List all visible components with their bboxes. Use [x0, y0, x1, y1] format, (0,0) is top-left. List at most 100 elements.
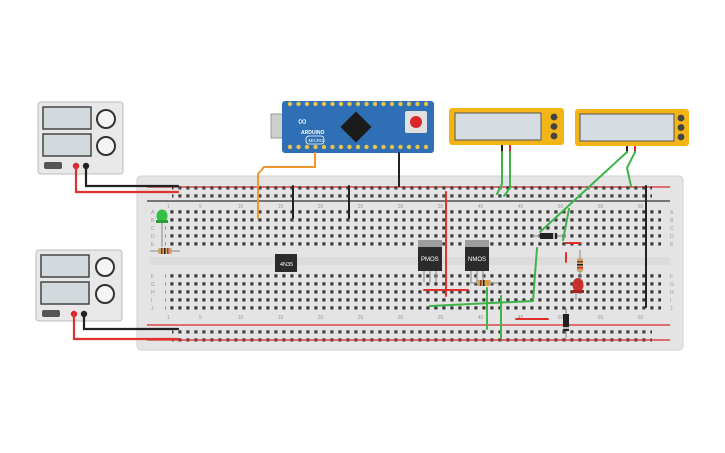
arduino-header-pin[interactable] [296, 101, 301, 107]
row-letter-top: A [151, 210, 155, 216]
multimeter-right[interactable] [575, 109, 689, 153]
pmos-label: PMOS [421, 257, 439, 263]
arduino-header-pin[interactable] [313, 144, 318, 150]
row-letter-top: B [151, 218, 155, 224]
row-letter-bottom: G [151, 282, 155, 288]
wire-green-diode[interactable] [429, 247, 538, 307]
column-number-bottom: 55 [598, 315, 604, 321]
green-led[interactable] [156, 209, 168, 248]
column-number-bottom: 40 [478, 315, 484, 321]
arduino-header-pin[interactable] [321, 101, 327, 107]
arduino-header-pin[interactable] [389, 101, 395, 107]
arduino-header-pin[interactable] [364, 101, 369, 107]
wire-psu-top-red[interactable] [74, 164, 180, 194]
current-knob-icon[interactable] [96, 136, 116, 156]
arduino-header-pin[interactable] [347, 144, 352, 150]
arduino-header-pin[interactable] [321, 144, 327, 150]
row-letter-bottom: J [151, 306, 154, 312]
arduino-header-pin[interactable] [398, 144, 403, 150]
power-switch-icon[interactable] [42, 310, 60, 317]
optocoupler-4n35[interactable]: 4N35 [275, 254, 297, 272]
arduino-header-pin[interactable] [304, 101, 310, 107]
diode-vertical-body [563, 314, 569, 331]
arduino-header-pin[interactable] [372, 101, 378, 107]
resistor-middle[interactable] [470, 280, 498, 286]
resistor-vertical[interactable] [577, 250, 583, 282]
column-number-bottom: 25 [358, 315, 364, 321]
wire-green-meter-left-a[interactable] [496, 151, 503, 195]
nmos-label: NMOS [468, 257, 486, 263]
reset-button[interactable] [410, 116, 422, 128]
column-number-top: 25 [358, 204, 364, 210]
arduino-header-pin[interactable] [355, 144, 361, 150]
nmos-transistor[interactable]: NMOS [465, 240, 489, 282]
arduino-header-pin[interactable] [347, 101, 352, 107]
column-number-bottom: 10 [238, 315, 244, 321]
column-number-bottom: 60 [638, 315, 644, 321]
column-number-top: 50 [558, 204, 564, 210]
arduino-header-pin[interactable] [381, 101, 386, 107]
resistor-band [577, 264, 583, 266]
wire-green-meter-right-b[interactable] [625, 151, 636, 187]
diode[interactable] [532, 233, 565, 239]
column-number-bottom: 15 [278, 315, 284, 321]
arduino-header-pin[interactable] [389, 144, 395, 150]
row-letter-top: E [670, 242, 674, 248]
pmos-transistor[interactable]: PMOS [418, 240, 442, 282]
arduino-header-pin[interactable] [313, 101, 318, 107]
row-letter-top: B [670, 218, 674, 224]
column-number-top: 55 [598, 204, 604, 210]
arduino-header-pin[interactable] [423, 101, 429, 107]
wire-psu-bottom-red[interactable] [72, 312, 180, 341]
arduino-header-pin[interactable] [355, 101, 361, 107]
probe-jack-icon [677, 114, 685, 122]
arduino-header-pin[interactable] [406, 144, 412, 150]
nmos-tab [465, 240, 489, 247]
arduino-header-pin[interactable] [415, 144, 420, 150]
arduino-header-pin[interactable] [338, 144, 344, 150]
row-letter-top: A [670, 210, 674, 216]
red-led[interactable] [572, 278, 584, 300]
diode-band [553, 233, 555, 239]
column-number-top: 30 [398, 204, 404, 210]
column-number-top: 20 [318, 204, 324, 210]
arduino-header-pin[interactable] [304, 144, 310, 150]
arduino-header-pin[interactable] [364, 144, 369, 150]
column-number-top: 1 [167, 204, 170, 210]
arduino-header-pin[interactable] [372, 144, 378, 150]
resistor-band [167, 248, 169, 254]
voltage-knob-icon[interactable] [96, 109, 116, 129]
arduino-header-pin[interactable] [381, 144, 386, 150]
psu-top-display-current [42, 133, 92, 157]
current-knob-icon[interactable] [95, 284, 115, 304]
wire-psu-bottom-black[interactable] [82, 312, 180, 331]
row-letter-top: C [151, 226, 155, 232]
arduino-header-pin[interactable] [330, 101, 335, 107]
dial-knob-icon[interactable] [677, 124, 685, 131]
dial-knob-icon[interactable] [550, 123, 558, 130]
diode-vertical[interactable] [563, 308, 569, 338]
wire-arduino-orange[interactable] [257, 152, 316, 219]
wire-green-meter-right-a[interactable] [539, 151, 628, 233]
arduino-header-pin[interactable] [338, 101, 344, 107]
arduino-header-pin[interactable] [398, 101, 403, 107]
column-number-bottom: 50 [558, 315, 564, 321]
arduino-header-pin[interactable] [423, 144, 429, 150]
arduino-header-pin[interactable] [330, 144, 335, 150]
wire-green-led[interactable] [562, 208, 570, 241]
arduino-header-pin[interactable] [287, 101, 293, 107]
top-rail-holes [172, 183, 652, 199]
resistor-left[interactable] [150, 248, 180, 254]
resistor-band [480, 280, 482, 286]
multimeter-left[interactable] [449, 108, 564, 152]
wire-green-meter-left-b[interactable] [503, 151, 511, 197]
arduino-header-pin[interactable] [287, 144, 293, 150]
arduino-header-pin[interactable] [415, 101, 420, 107]
arduino-header-pin[interactable] [406, 101, 412, 107]
arduino-micro[interactable]: ∞ ARDUINO MICRO [270, 101, 434, 153]
green-led-body [156, 209, 168, 223]
arduino-header-pin[interactable] [296, 144, 301, 150]
wire-psu-top-black[interactable] [84, 164, 180, 188]
power-switch-icon[interactable] [44, 162, 62, 169]
voltage-knob-icon[interactable] [95, 257, 115, 277]
